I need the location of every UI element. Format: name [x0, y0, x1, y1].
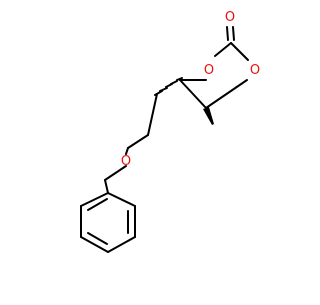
chain-bond-1 — [147, 93, 158, 136]
ether-bond-ch2 — [104, 165, 127, 181]
benzene-ring — [80, 192, 136, 253]
carbonyl-oxygen-label: O — [225, 10, 235, 25]
ring-oxygen-right-label: O — [250, 63, 260, 78]
hashed-stereo-bond — [154, 77, 183, 96]
wedge-stereo-bond — [203, 107, 214, 125]
ring-bond-c4-o3 — [205, 79, 248, 109]
carbonyl-bond-b — [232, 26, 235, 41]
ring-bond-c2-o1 — [214, 42, 232, 57]
chain-bond-2 — [127, 134, 149, 149]
molecule-canvas: O O O O — [80, 10, 260, 253]
ring-oxygen-left-label: O — [204, 63, 214, 78]
chain-bond-3 — [125, 147, 129, 155]
carbonyl-bond-a — [226, 26, 229, 41]
ring-bond-c5-c4 — [179, 79, 207, 109]
structure-diagram: O O O O — [80, 10, 260, 253]
benzyl-bond — [104, 179, 109, 194]
ether-oxygen-label: O — [121, 154, 131, 169]
ring-bond-c2-o3 — [230, 42, 249, 61]
